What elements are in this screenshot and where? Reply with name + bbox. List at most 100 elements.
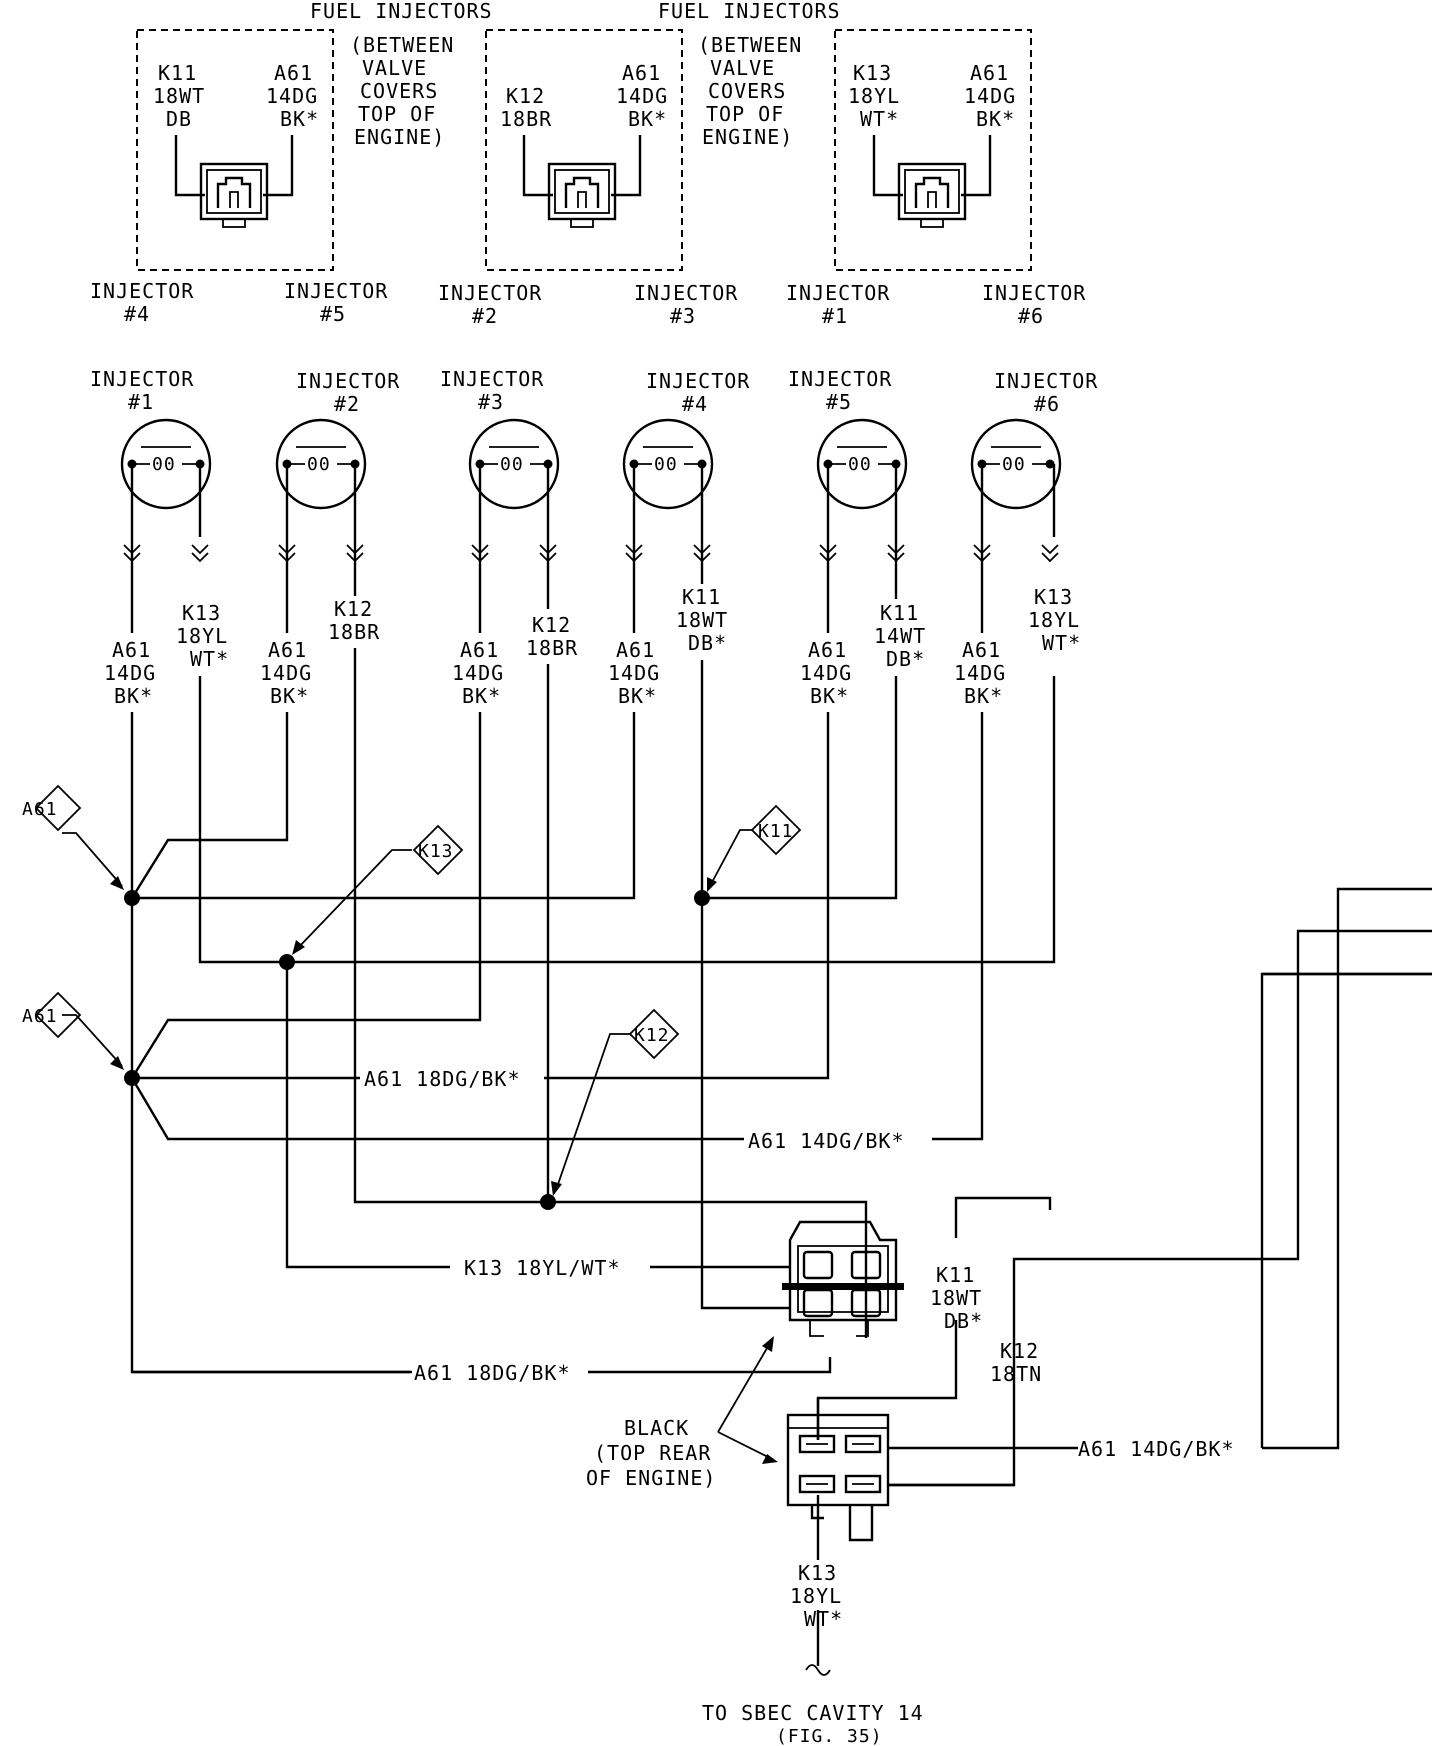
wire-label-a61-14dg-right: A61 14DG/BK* bbox=[1078, 1437, 1235, 1461]
injector-coil-icon: 00 bbox=[468, 418, 560, 510]
splice-tag-label: A61 bbox=[22, 799, 58, 820]
label-mask bbox=[1078, 1435, 1258, 1461]
callout-note: OF ENGINE) bbox=[586, 1466, 716, 1490]
wire-code: K11 bbox=[880, 601, 919, 625]
splice-tag-label: K12 bbox=[634, 1025, 670, 1046]
location-note: COVERS bbox=[360, 79, 438, 103]
wire-label-a61-14dg: A61 14DG/BK* bbox=[748, 1129, 905, 1153]
wire-color: WT* bbox=[804, 1607, 843, 1631]
wire-code: A61 bbox=[616, 638, 655, 662]
right-wire-labels: K11 18WT DB* K12 18TN bbox=[930, 1263, 1041, 1386]
wire-gauge: 18YL bbox=[176, 624, 228, 648]
wire-gauge: 18YL bbox=[790, 1584, 842, 1608]
top-group-title: FUEL INJECTORS bbox=[310, 0, 493, 23]
injector-label: INJECTOR bbox=[438, 281, 542, 305]
wire-gauge: 18WT bbox=[676, 608, 728, 632]
wire-gauge: 14DG bbox=[104, 661, 156, 685]
top-group-1: FUEL INJECTORS K11 18WT DB A61 14DG BK* … bbox=[90, 0, 493, 326]
label-mask bbox=[744, 1126, 932, 1152]
injector-number: #5 bbox=[320, 302, 346, 326]
injector-number: #6 bbox=[1018, 304, 1044, 328]
injector-label: INJECTOR bbox=[440, 367, 544, 391]
wire-code: A61 bbox=[460, 638, 499, 662]
injector-row: INJECTOR #1 00 A61 14DG BK* K13 18YL WT*… bbox=[90, 367, 1097, 708]
connector-chevrons bbox=[123, 544, 1059, 563]
wire-color: WT* bbox=[860, 107, 899, 131]
wire-color: BK* bbox=[270, 684, 309, 708]
callout-note: BLACK bbox=[624, 1416, 689, 1440]
injector-4: INJECTOR #4 00 A61 14DG BK* K11 18WT DB* bbox=[608, 369, 749, 708]
injector-label: INJECTOR bbox=[90, 279, 194, 303]
injector-coil-icon: 00 bbox=[120, 418, 212, 510]
location-note: ENGINE) bbox=[354, 125, 445, 149]
injector-number: #2 bbox=[334, 392, 360, 416]
wire-label-a61-18dg-bottom: A61 18DG/BK* bbox=[414, 1361, 571, 1385]
wire-gauge: 14DG bbox=[800, 661, 852, 685]
injector-5: INJECTOR #5 00 A61 14DG BK* K11 14WT DB* bbox=[788, 367, 926, 708]
wire-color: DB bbox=[166, 107, 192, 131]
wire-code: K13 bbox=[1034, 585, 1073, 609]
injector-1: INJECTOR #1 00 A61 14DG BK* K13 18YL WT* bbox=[90, 367, 228, 708]
wire-color: DB* bbox=[944, 1309, 983, 1333]
injector-number: #4 bbox=[682, 392, 708, 416]
wire-code: K12 bbox=[506, 84, 545, 108]
location-note: TOP OF bbox=[358, 102, 436, 126]
harness-connector-upper bbox=[782, 1220, 904, 1337]
connector-dashed-box bbox=[485, 29, 683, 271]
wire-code: A61 bbox=[970, 61, 1009, 85]
location-note: VALVE bbox=[710, 56, 775, 80]
wire-gauge: 14DG bbox=[266, 84, 318, 108]
injector-number: #4 bbox=[124, 302, 150, 326]
harness-wires bbox=[130, 464, 1432, 1666]
wire-color: BK* bbox=[976, 107, 1015, 131]
wire-gauge: 14DG bbox=[260, 661, 312, 685]
injector-number: #3 bbox=[478, 390, 504, 414]
injector-number: #3 bbox=[670, 304, 696, 328]
wire-code: A61 bbox=[112, 638, 151, 662]
wire-code: A61 bbox=[274, 61, 313, 85]
injector-coil-icon: 00 bbox=[622, 418, 714, 510]
splice-points bbox=[124, 890, 710, 1210]
label-mask bbox=[412, 1359, 588, 1385]
wire-gauge: 18WT bbox=[153, 84, 205, 108]
splice-tag-label: A61 bbox=[22, 1006, 58, 1027]
splice-tag-k11: K11 bbox=[707, 804, 802, 892]
wire-label-k13-18yl: K13 18YL/WT* bbox=[464, 1256, 621, 1280]
callout-note: (TOP REAR bbox=[594, 1441, 711, 1465]
injector-coil-icon: 00 bbox=[816, 418, 908, 510]
injector-label: INJECTOR bbox=[982, 281, 1086, 305]
coil-symbol: 00 bbox=[654, 454, 678, 475]
top-group-2: FUEL INJECTORS K12 18BR A61 14DG BK* (BE… bbox=[438, 0, 840, 328]
wire-color: BK* bbox=[114, 684, 153, 708]
location-note: COVERS bbox=[708, 79, 786, 103]
harness-connector-lower bbox=[786, 1413, 890, 1542]
injector-number: #1 bbox=[822, 304, 848, 328]
coil-symbol: 00 bbox=[500, 454, 524, 475]
wire-gauge: 14DG bbox=[964, 84, 1016, 108]
wire-gauge: 14DG bbox=[452, 661, 504, 685]
splice-tag-a61-lower: A61 bbox=[22, 991, 124, 1070]
wire-color: BK* bbox=[462, 684, 501, 708]
wire-gauge: 14WT bbox=[874, 624, 926, 648]
injector-connector-icon bbox=[547, 162, 617, 228]
wire-color: BK* bbox=[964, 684, 1003, 708]
wire-color: BK* bbox=[280, 107, 319, 131]
connector-dashed-box bbox=[834, 29, 1032, 271]
wire-code: K11 bbox=[936, 1263, 975, 1287]
wire-gauge: 18BR bbox=[526, 636, 578, 660]
label-mask bbox=[360, 1065, 538, 1091]
splice-tag-label: K13 bbox=[418, 841, 454, 862]
wire-code: K12 bbox=[532, 613, 571, 637]
connector-callout: BLACK (TOP REAR OF ENGINE) bbox=[586, 1336, 778, 1490]
splice-dot bbox=[540, 1194, 556, 1210]
splice-dot bbox=[124, 1070, 140, 1086]
injector-connector-icon bbox=[199, 162, 269, 228]
wire-gauge: 18WT bbox=[930, 1286, 982, 1310]
wire-code: K11 bbox=[158, 61, 197, 85]
injector-2: INJECTOR #2 00 A61 14DG BK* K12 18BR bbox=[260, 369, 399, 708]
wire-code: A61 bbox=[808, 638, 847, 662]
splice-tag-k12: K12 bbox=[551, 1008, 680, 1196]
connector-dashed-box bbox=[136, 29, 334, 271]
wire-label-a61-18dg: A61 18DG/BK* bbox=[364, 1067, 521, 1091]
